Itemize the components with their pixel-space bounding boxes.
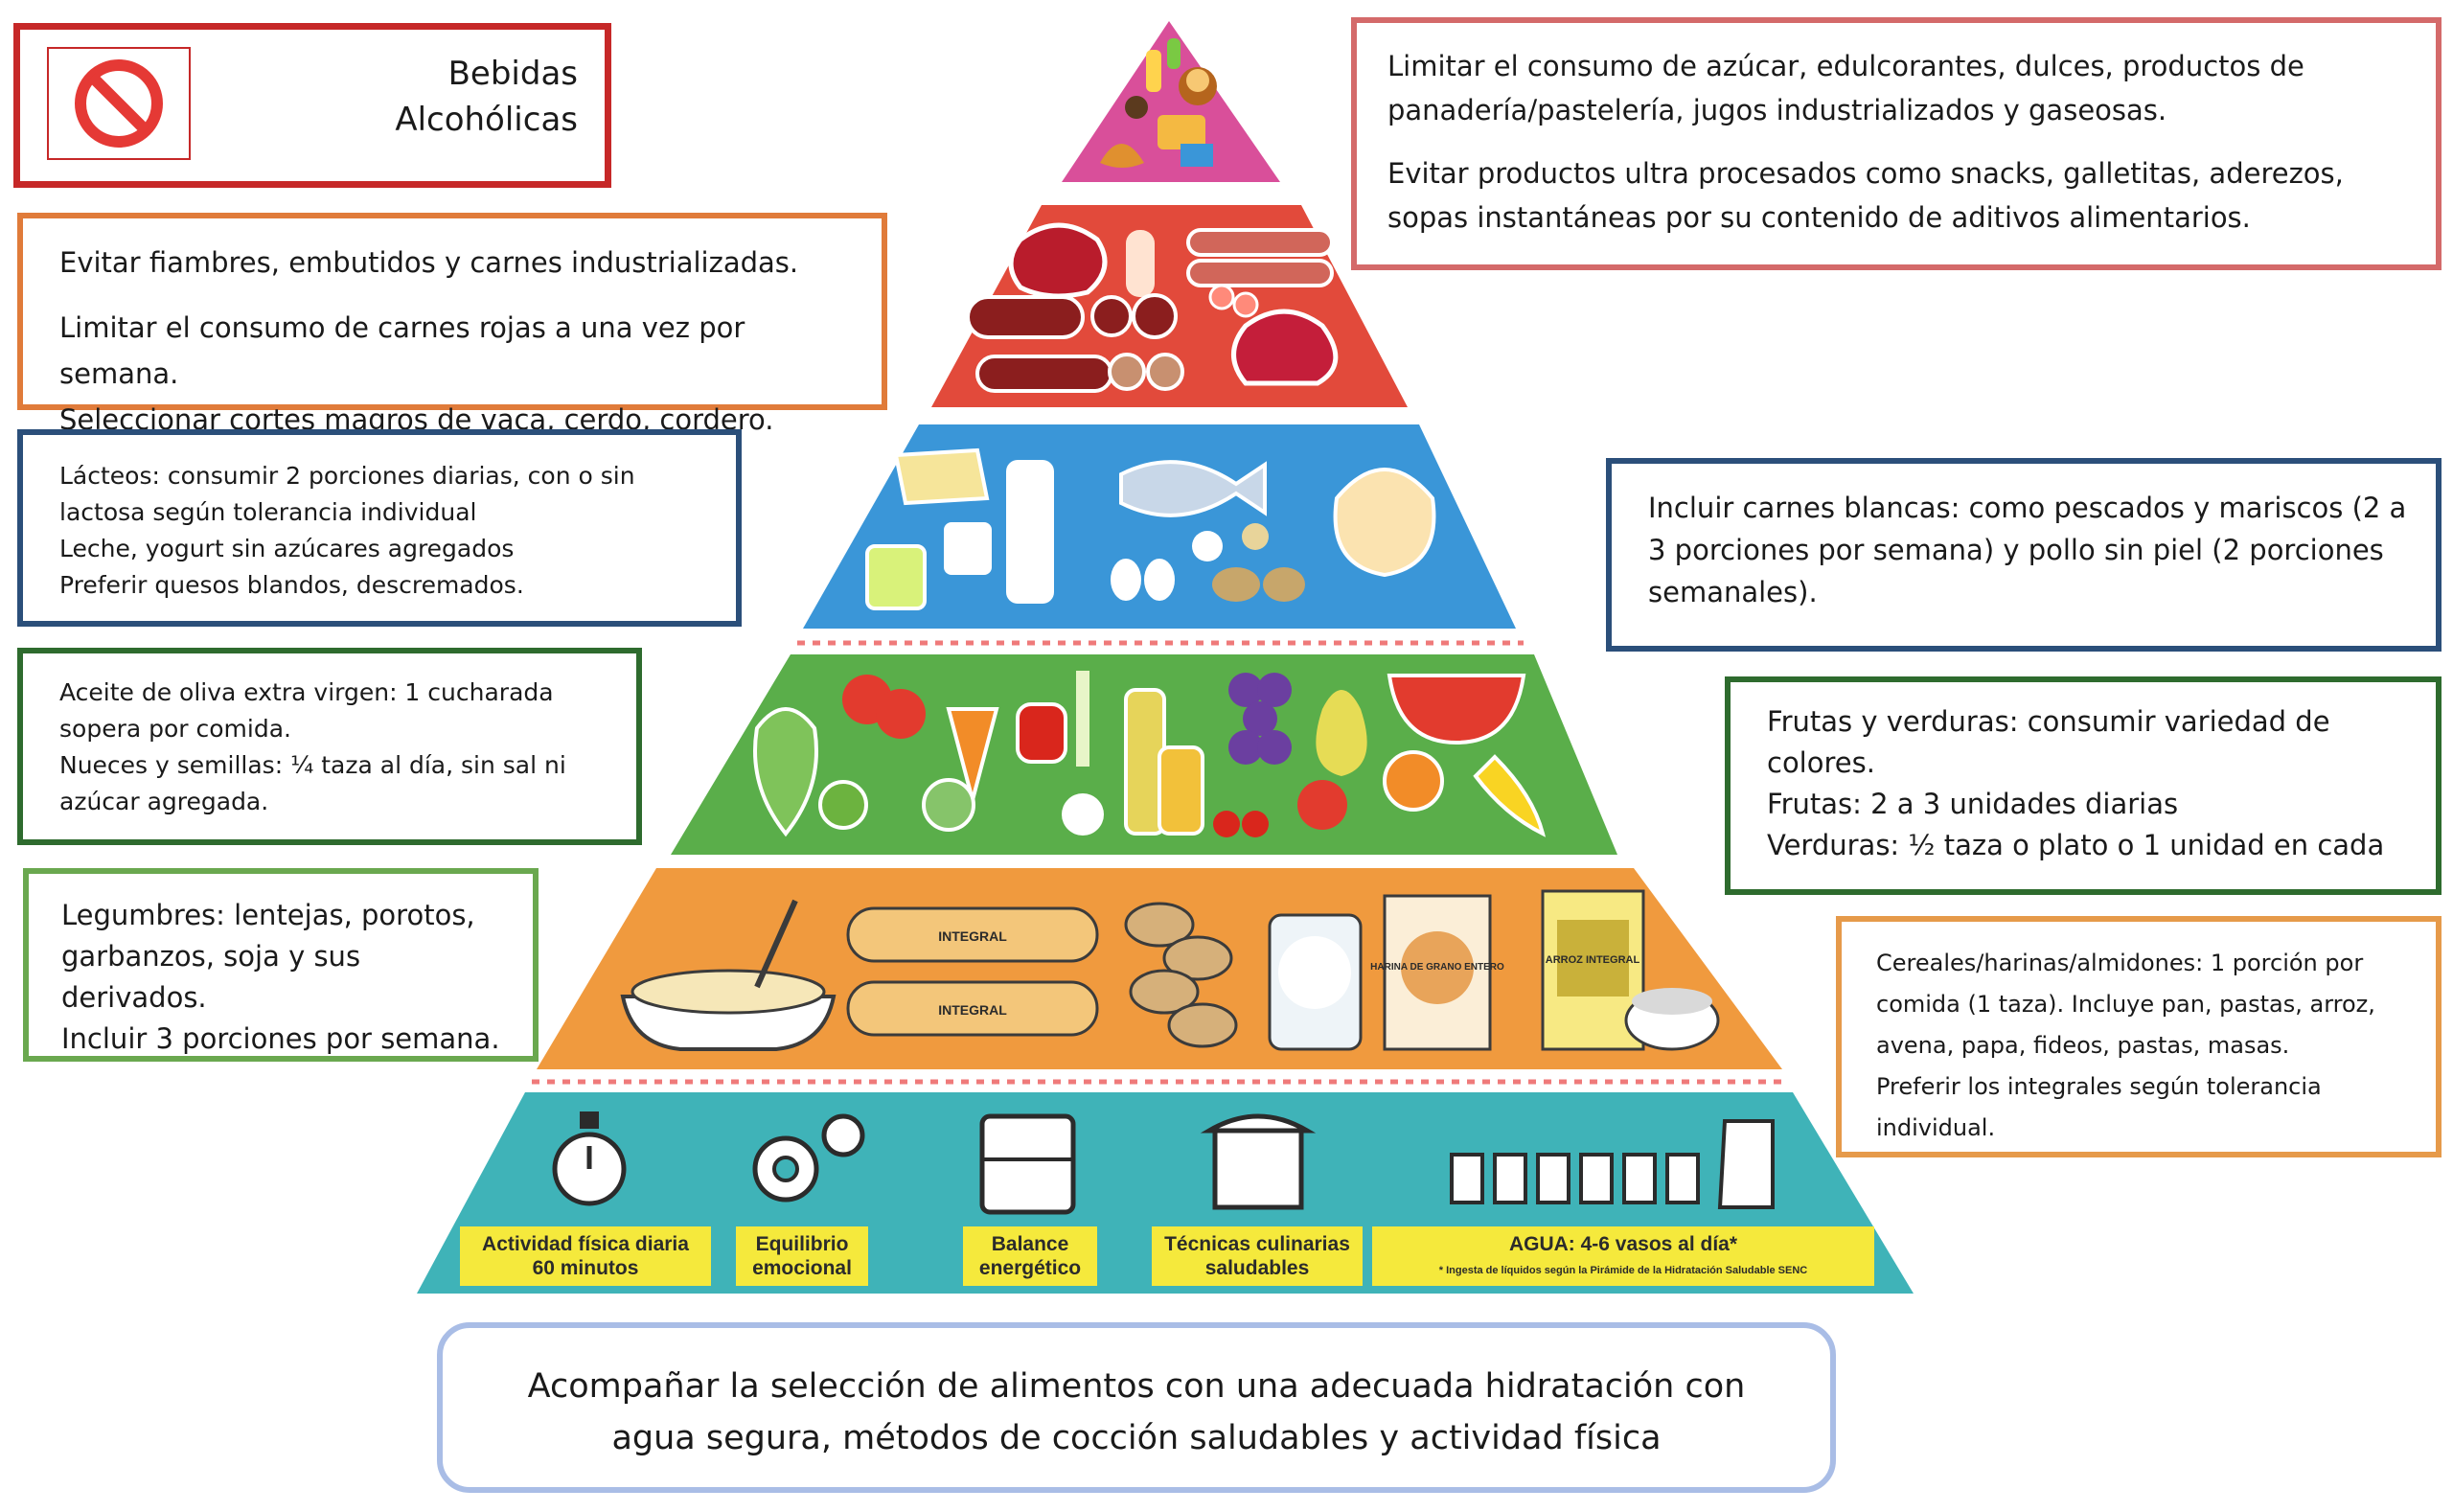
meat-text-1: Evitar fiambres, embutidos y carnes indu… [59,246,799,279]
pyramid-level-dairy [803,424,1516,629]
meat-box: Evitar fiambres, embutidos y carnes indu… [17,213,887,436]
pyramid-level-base: Actividad física diaria 60 minutos Equil… [417,1092,1914,1294]
water-glasses-icon [1450,1119,1775,1209]
base-label-emotional-1: Equilibrio [756,1233,849,1255]
fruit-text-1: Frutas y verduras: consumir variedad de … [1767,705,2330,779]
pyramid-level-produce [671,654,1617,855]
prohibited-icon [47,47,191,160]
dairy-text-3: Preferir quesos blandos, descremados. [59,571,524,599]
legumes-box: Legumbres: lentejas, porotos, garbanzos,… [23,868,539,1062]
base-label-activity-2: 60 minutos [533,1257,639,1279]
cereal-box: Cereales/harinas/almidones: 1 porción po… [1836,916,2442,1157]
meat-icons [966,222,1339,393]
base-label-activity-1: Actividad física diaria [482,1233,689,1255]
cereal-icons: INTEGRAL INTEGRAL HARINA DE GRANO ENTERO… [620,889,1720,1051]
stopwatch-icon [552,1111,627,1206]
sugar-text-2: Evitar productos ultra procesados como s… [1387,157,2344,234]
fruit-box: Frutas y verduras: consumir variedad de … [1725,676,2442,895]
cereal-text-1: Cereales/harinas/almidones: 1 porción po… [1876,950,2375,1059]
scale-icon [979,1113,1076,1215]
alcohol-box: Bebidas Alcohólicas [13,23,611,188]
legumes-text-2: Incluir 3 porciones por semana. [61,1022,500,1055]
white-meat-box: Incluir carnes blancas: como pescados y … [1606,458,2442,652]
bread-label-bottom: INTEGRAL [938,1002,1007,1018]
legumes-text-1: Legumbres: lentejas, porotos, garbanzos,… [61,899,475,1014]
pyramid-level-meats [931,205,1408,407]
dairy-text-1: Lácteos: consumir 2 porciones diarias, c… [59,462,635,526]
base-label-bars: Actividad física diaria 60 minutos Equil… [460,1226,1874,1286]
pot-icon [1200,1113,1317,1210]
base-label-energy-1: Balance [992,1233,1069,1255]
sugar-text-1: Limitar el consumo de azúcar, edulcorant… [1387,50,2304,126]
hydration-box: Acompañar la selección de alimentos con … [437,1322,1836,1493]
base-label-cooking-2: saludables [1205,1257,1310,1279]
hydration-text: Acompañar la selección de alimentos con … [527,1367,1746,1457]
base-label-water-1: AGUA: 4-6 vasos al día* [1509,1233,1738,1255]
oil-text-2: Nueces y semillas: ¼ taza al día, sin sa… [59,751,566,815]
pyramid-level-sweets [1062,21,1280,182]
oil-text-1: Aceite de oliva extra virgen: 1 cucharad… [59,678,554,743]
alcohol-label-line1: Bebidas [447,55,578,93]
oil-box: Aceite de oliva extra virgen: 1 cucharad… [17,648,642,845]
white-meat-text: Incluir carnes blancas: como pescados y … [1648,492,2407,608]
cereal-text-2: Preferir los integrales según tolerancia… [1876,1073,2322,1141]
bread-label-top: INTEGRAL [938,928,1007,944]
dairy-text-2: Leche, yogurt sin azúcares agregados [59,535,515,562]
pyramid-level-cereals: INTEGRAL INTEGRAL HARINA DE GRANO ENTERO… [537,868,1782,1069]
flour-label: HARINA DE GRANO ENTERO [1370,962,1504,973]
base-label-energy-2: energético [979,1257,1081,1279]
produce-icons [753,671,1546,837]
gears-icon [752,1113,865,1203]
meat-text-2: Limitar el consumo de carnes rojas a una… [59,311,745,390]
dairy-icons [865,447,1436,610]
base-label-cooking-1: Técnicas culinarias [1164,1233,1350,1255]
dairy-box: Lácteos: consumir 2 porciones diarias, c… [17,429,742,627]
base-label-water-2: * Ingesta de líquidos según la Pirámide … [1439,1265,1808,1276]
sweets-icons [1100,38,1217,168]
sugar-box: Limitar el consumo de azúcar, edulcorant… [1351,17,2442,270]
rice-label: ARROZ INTEGRAL [1546,954,1640,966]
fruit-text-2: Frutas: 2 a 3 unidades diarias [1767,788,2179,820]
fruit-text-3: Verduras: ½ taza o plato o 1 unidad en c… [1767,829,2385,861]
base-label-emotional-2: emocional [752,1257,852,1279]
base-icons [552,1111,1775,1215]
alcohol-label-line2: Alcohólicas [395,101,578,139]
